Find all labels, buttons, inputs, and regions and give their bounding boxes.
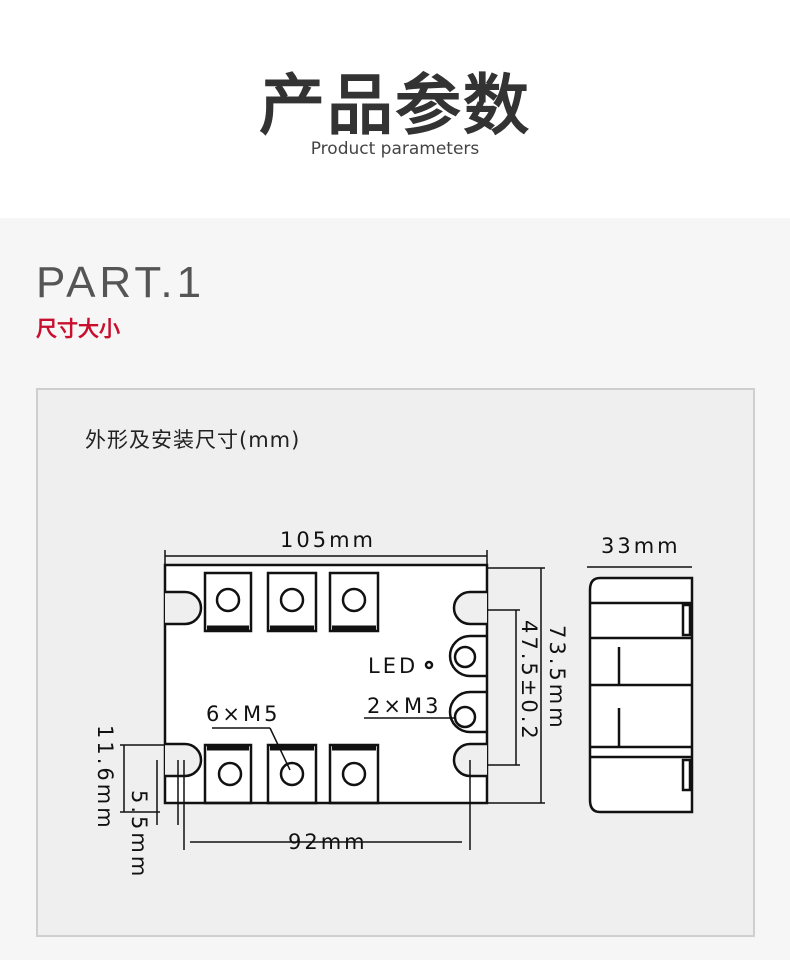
mount-spacing-v-label: 47.5±0.2 xyxy=(517,620,541,742)
slot-width-label: 5.5mm xyxy=(127,790,151,879)
mount-slot-top-left xyxy=(165,590,203,626)
height-label: 73.5mm xyxy=(545,625,569,731)
m5-label: 6×M5 xyxy=(206,702,280,726)
led-label: LED xyxy=(368,654,418,678)
led-terminal xyxy=(453,645,477,669)
header: 产品参数 Product parameters xyxy=(0,0,790,218)
mount-slot-top-right xyxy=(452,590,487,626)
terminals-top xyxy=(203,571,380,633)
m3-label: 2×M3 xyxy=(367,694,441,718)
side-view xyxy=(588,576,694,814)
depth-label: 33mm xyxy=(601,534,681,558)
terminals-bottom xyxy=(203,743,380,805)
m3-terminal xyxy=(453,705,477,729)
page-subtitle: Product parameters xyxy=(310,139,480,159)
page-title: 产品参数 xyxy=(259,67,531,144)
width-label: 105mm xyxy=(280,528,376,552)
section-number: PART.1 xyxy=(36,258,206,307)
mount-slot-bottom-left xyxy=(165,742,203,778)
section-label: 尺寸大小 xyxy=(36,317,120,341)
mount-spacing-h-label: 92mm xyxy=(288,830,368,854)
diagram-title: 外形及安装尺寸(mm) xyxy=(85,428,301,452)
control-tab xyxy=(448,634,487,734)
slot-height-label: 11.6mm xyxy=(93,725,117,831)
